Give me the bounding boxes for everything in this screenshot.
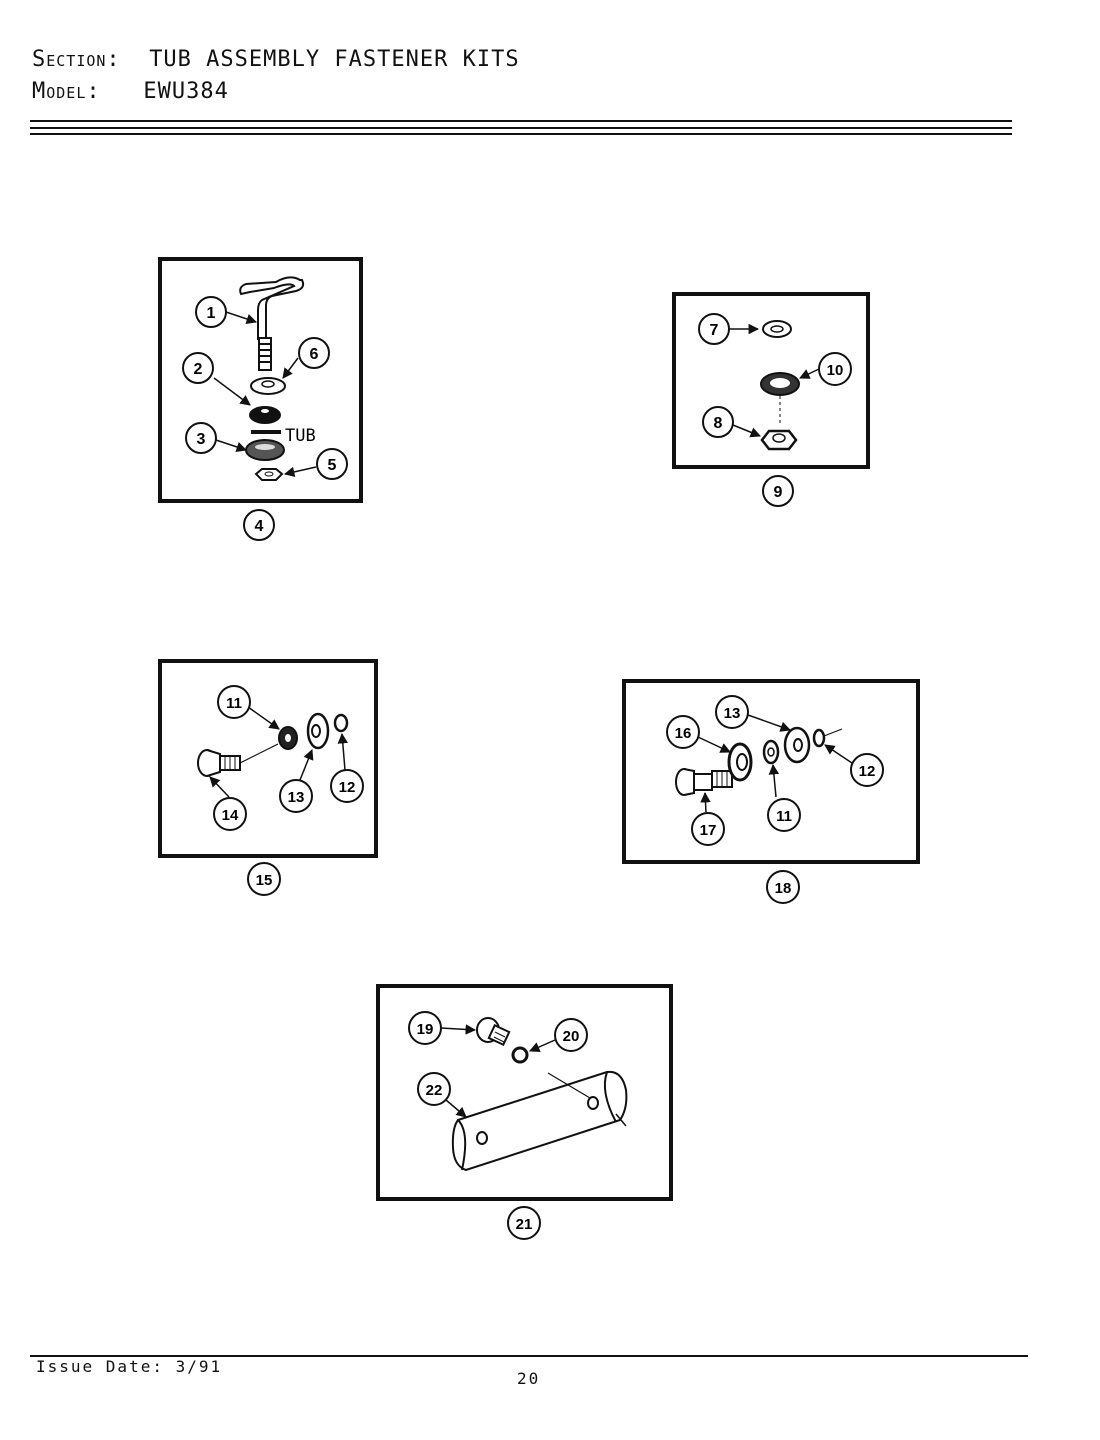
tub-bracket-22 [451, 1070, 628, 1172]
j-hook-bolt [239, 276, 305, 371]
callout-22: 22 [417, 1072, 451, 1106]
kit-label-18: 18 [766, 870, 800, 904]
callout-7: 7 [698, 313, 730, 345]
callout-10: 10 [818, 352, 852, 386]
page-header: Section: TUB ASSEMBLY FASTENER KITS Mode… [32, 44, 520, 108]
svg-text:11: 11 [776, 808, 792, 825]
nut-12 [333, 713, 349, 733]
shoulder-bolt-17 [675, 768, 733, 796]
model-number: EWU384 [143, 79, 229, 104]
svg-text:6: 6 [310, 346, 319, 363]
callout-12-kit18: 12 [850, 753, 884, 787]
section-line: Section: TUB ASSEMBLY FASTENER KITS [32, 44, 520, 76]
callout-11-kit18: 11 [767, 798, 801, 832]
svg-text:13: 13 [288, 789, 305, 806]
callout-6: 6 [298, 337, 330, 369]
header-rule-top [30, 120, 1012, 122]
svg-text:2: 2 [194, 361, 203, 378]
svg-text:15: 15 [256, 872, 273, 889]
callout-17: 17 [691, 812, 725, 846]
kit-9-panel: 7 10 8 9 [672, 292, 870, 507]
issue-date: Issue Date: 3/91 [36, 1357, 223, 1376]
callout-16: 16 [666, 715, 700, 749]
nut-12-kit18 [812, 728, 826, 748]
kit-4-panel: TUB 1 6 2 3 5 [158, 257, 363, 541]
callout-14: 14 [213, 797, 247, 831]
washer-20 [511, 1046, 529, 1064]
kit-label-9: 9 [762, 475, 794, 507]
kit-15-panel: 11 14 13 12 15 [158, 659, 378, 896]
callout-1: 1 [195, 296, 227, 328]
callout-20: 20 [554, 1018, 588, 1052]
svg-text:7: 7 [710, 322, 719, 339]
callout-5: 5 [316, 448, 348, 480]
footer-rule [30, 1355, 1028, 1357]
svg-text:5: 5 [328, 457, 337, 474]
header-rule-bottom [30, 133, 1012, 135]
callout-11-kit15: 11 [217, 685, 251, 719]
svg-text:10: 10 [827, 362, 844, 379]
rubber-grommet-2 [249, 406, 281, 424]
page-number: 20 [517, 1369, 541, 1388]
svg-text:1: 1 [207, 305, 216, 322]
svg-text:19: 19 [417, 1021, 434, 1038]
svg-text:11: 11 [226, 695, 242, 712]
callout-13-kit15: 13 [279, 779, 313, 813]
model-label: Model: [32, 79, 101, 104]
svg-text:9: 9 [774, 484, 783, 501]
section-label: Section: [32, 47, 121, 72]
tub-label: TUB [285, 426, 316, 446]
callout-12-kit15: 12 [330, 769, 364, 803]
svg-text:3: 3 [197, 431, 206, 448]
svg-text:16: 16 [675, 725, 692, 742]
svg-text:12: 12 [339, 779, 356, 796]
screw-19 [476, 1017, 511, 1047]
callout-13-kit18: 13 [715, 695, 749, 729]
kit-label-15: 15 [247, 862, 281, 896]
kit-21-panel: 19 20 22 21 [376, 984, 673, 1240]
svg-text:18: 18 [775, 880, 792, 897]
callout-3: 3 [185, 422, 217, 454]
svg-text:21: 21 [516, 1216, 533, 1233]
header-rule-middle [30, 127, 1012, 129]
svg-text:8: 8 [714, 415, 723, 432]
callout-2: 2 [182, 352, 214, 384]
svg-text:14: 14 [222, 807, 239, 824]
kit-label-21: 21 [507, 1206, 541, 1240]
svg-text:17: 17 [700, 822, 717, 839]
callout-19: 19 [408, 1011, 442, 1045]
kit-18-panel: 16 13 12 11 17 18 [622, 679, 920, 904]
callout-8: 8 [702, 406, 734, 438]
svg-text:13: 13 [724, 705, 741, 722]
carriage-bolt-14 [197, 743, 279, 777]
model-line: Model: EWU384 [32, 76, 520, 108]
svg-text:4: 4 [255, 518, 264, 535]
svg-text:12: 12 [859, 763, 876, 780]
svg-text:20: 20 [563, 1028, 580, 1045]
section-title: TUB ASSEMBLY FASTENER KITS [149, 47, 520, 72]
kit-label-4: 4 [243, 509, 275, 541]
svg-text:22: 22 [426, 1082, 443, 1099]
